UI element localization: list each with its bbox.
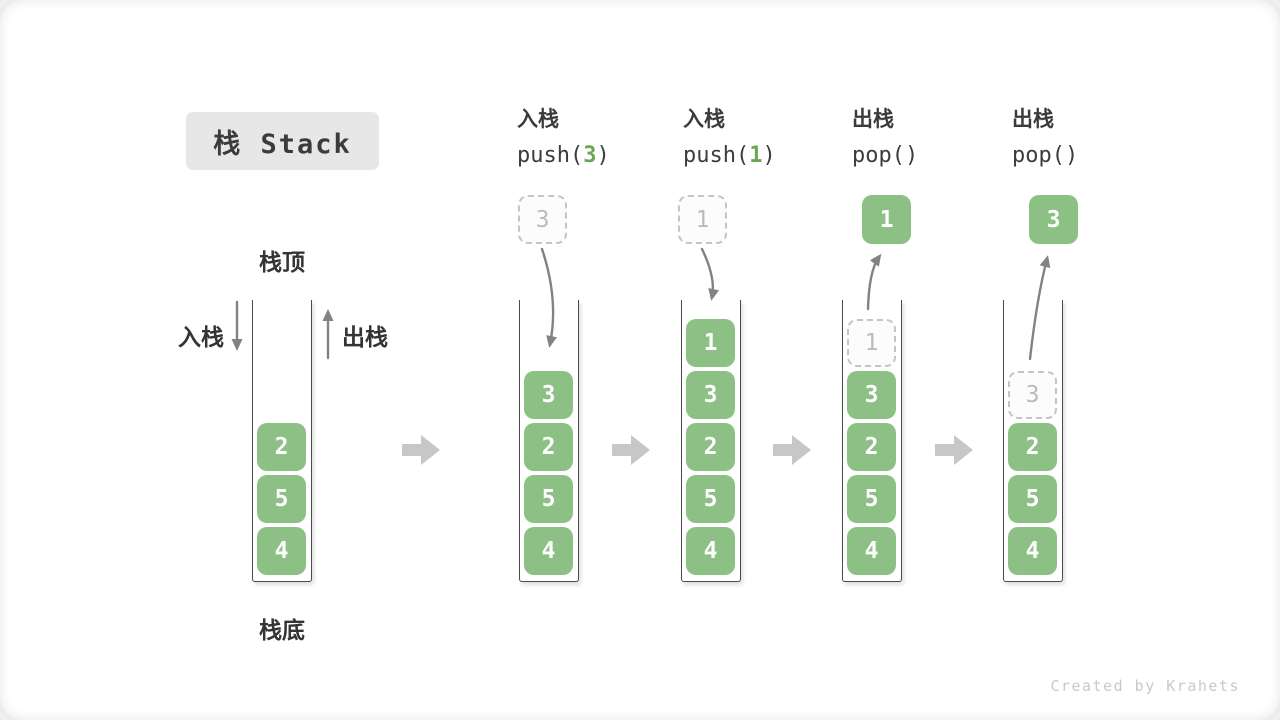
push-motion-arrow-2 [700,247,720,301]
stack-cell: 4 [1008,527,1057,575]
stack-cell: 4 [524,527,573,575]
popped-value-box: 1 [862,195,911,244]
stack-cell: 2 [686,423,735,471]
stack-cell: 2 [1008,423,1057,471]
op-name: 入栈 [517,108,559,131]
stack-cell: 2 [257,423,306,471]
code-arg: 3 [583,143,597,168]
op-header-pop-2: 出栈 pop() [1012,107,1078,169]
stack-column-after-pop-1: 1 3 2 5 4 [842,300,902,582]
stack-cell: 3 [847,371,896,419]
code-arg: 1 [749,143,763,168]
op-name: 出栈 [852,108,894,131]
op-name: 出栈 [1012,108,1054,131]
code-post: ) [1064,143,1079,168]
stack-cell: 1 [686,319,735,367]
step-arrow-4 [935,435,973,465]
op-code: push(3) [517,142,610,169]
op-header-pop-1: 出栈 pop() [852,107,918,169]
step-arrow-3 [773,435,811,465]
stack-cell: 2 [524,423,573,471]
step-arrow-1 [402,435,440,465]
code-pre: pop( [852,143,905,168]
push-label: 入栈 [178,324,224,350]
code-post: ) [596,143,610,168]
code-post: ) [904,143,919,168]
op-code: push(1) [683,142,776,169]
stack-cell: 4 [686,527,735,575]
title-badge: 栈 Stack [186,112,379,170]
watermark: Created by Krahets [1050,677,1240,695]
stack-cell: 5 [1008,475,1057,523]
stack-bottom-label: 栈底 [259,617,305,643]
stack-cell: 4 [257,527,306,575]
pop-label: 出栈 [342,324,388,350]
stack-cell: 5 [847,475,896,523]
op-header-push-1: 入栈 push(1) [683,107,776,169]
op-code: pop() [1012,142,1078,169]
stack-column-initial: 2 5 4 [252,300,312,582]
stack-cell: 4 [847,527,896,575]
op-name: 入栈 [683,108,725,131]
code-pre: push( [517,143,584,168]
stack-column-after-push-1: 1 3 2 5 4 [681,300,741,582]
step-arrow-2 [612,435,650,465]
stack-cell: 3 [686,371,735,419]
code-post: ) [762,143,776,168]
stack-column-after-push-3: 3 2 5 4 [519,300,579,582]
stack-cell: 5 [524,475,573,523]
stack-cell-ghost: 1 [847,319,896,367]
code-pre: pop( [1012,143,1065,168]
popped-value-box: 3 [1029,195,1078,244]
code-pre: push( [683,143,750,168]
op-header-push-3: 入栈 push(3) [517,107,610,169]
push-value-box: 1 [678,195,727,244]
stack-cell: 5 [257,475,306,523]
op-code: pop() [852,142,918,169]
stack-column-after-pop-2: 3 2 5 4 [1003,300,1063,582]
stack-cell: 5 [686,475,735,523]
stack-cell: 2 [847,423,896,471]
stack-cell: 3 [524,371,573,419]
push-value-box: 3 [518,195,567,244]
stack-cell-ghost: 3 [1008,371,1057,419]
stack-top-label: 栈顶 [259,249,305,275]
